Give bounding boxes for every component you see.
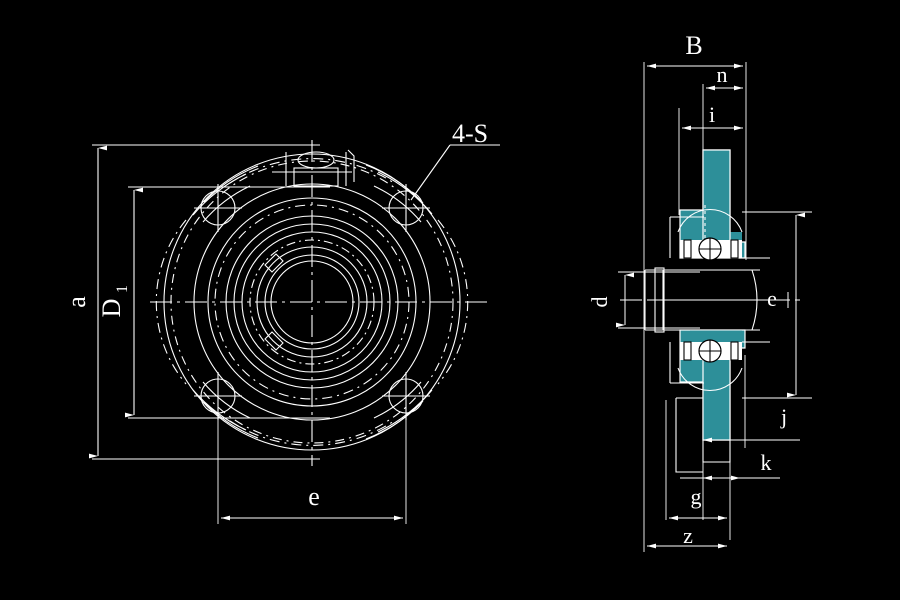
label-e-front: e (308, 482, 320, 511)
dimension-e-front (217, 404, 407, 524)
label-B: B (685, 31, 702, 60)
scallop-tl2 (203, 165, 259, 203)
grease-nipple-body (293, 167, 339, 187)
scallop-br (377, 389, 433, 433)
grease-tab (347, 149, 355, 182)
bolt-holes (194, 184, 430, 420)
section-outlines (654, 216, 770, 473)
center-lines (150, 140, 492, 466)
label-z: z (683, 523, 693, 548)
scallop-tr (377, 171, 433, 215)
flange-plate-section (702, 149, 731, 441)
section-dimensions (616, 62, 812, 552)
scallop-tr2 (365, 164, 424, 204)
front-view-labels: a D 1 e 4-S (62, 119, 488, 511)
dimension-d1 (125, 186, 330, 419)
bearing-arc-bottom (677, 367, 743, 392)
scallop-tl (192, 173, 247, 216)
front-view (89, 140, 500, 524)
dimension-a (89, 144, 320, 460)
grease-fitting (272, 149, 355, 187)
flange-scallops (155, 158, 469, 446)
base-outline (675, 398, 703, 473)
label-e-section: e (767, 286, 777, 311)
label-k: k (761, 450, 772, 475)
flange-plate-top (702, 149, 731, 243)
label-d1-subscript: 1 (114, 285, 131, 293)
label-a: a (62, 296, 91, 308)
bolt-hole-tr (382, 184, 430, 232)
label-g: g (691, 484, 702, 509)
scallop-arc-top (229, 158, 395, 184)
scallop-bl2 (203, 401, 259, 439)
boss-bottom (702, 440, 731, 463)
label-4s: 4-S (452, 119, 488, 148)
collar-slots (264, 253, 284, 351)
race-detail-bot-r (730, 341, 739, 361)
scallop-arc-bottom (229, 420, 395, 446)
race-detail-top-l (683, 239, 692, 259)
lobe-edge-bl (202, 381, 251, 419)
label-i: i (709, 102, 715, 127)
collar-slot-top (264, 253, 284, 273)
label-d: d (587, 297, 612, 308)
section-view-labels: B n i d e j k g z (587, 31, 787, 548)
bearing-arc-top (677, 208, 743, 233)
scallop-br2 (365, 400, 424, 440)
section-view (616, 62, 812, 552)
race-detail-top-r (730, 239, 739, 259)
label-d1: D (97, 299, 126, 318)
bolt-hole-tl (194, 184, 242, 232)
bearing-assembly-bottom (677, 339, 743, 392)
callout-leader-4s (410, 144, 500, 201)
race-detail-bot-l (683, 341, 692, 361)
lobe-edge-br (373, 381, 422, 419)
bearing-assembly-top (677, 205, 743, 261)
lobe-edge-tl (202, 185, 251, 223)
label-n: n (717, 62, 728, 87)
label-j: j (780, 404, 787, 429)
lobe-edge-tr (373, 185, 422, 223)
collar-slot-bottom (264, 331, 284, 351)
